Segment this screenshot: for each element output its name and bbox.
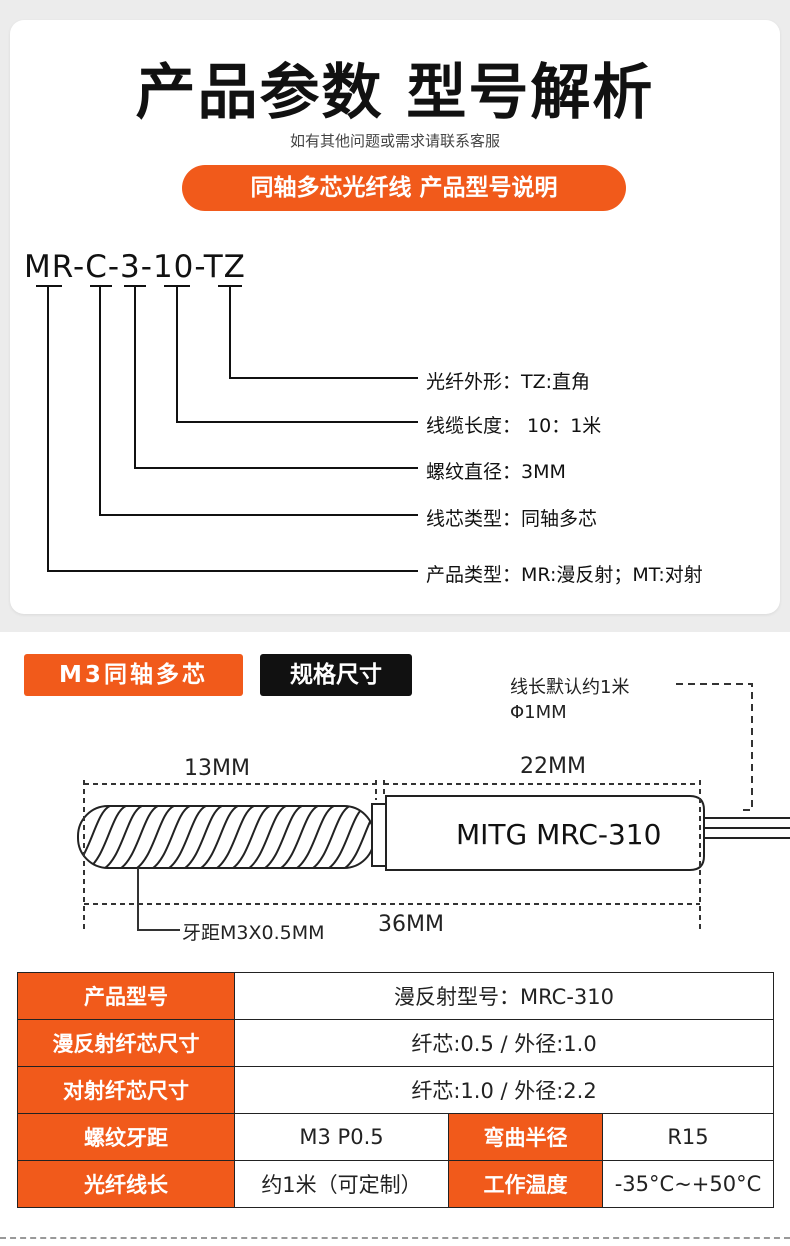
cable-length-note: 线长默认约1米: [510, 677, 630, 698]
model-banner: 同轴多芯光纤线 产品型号说明: [182, 165, 626, 211]
thread-section: [77, 805, 375, 869]
section-tag: M3同轴多芯: [24, 654, 243, 696]
table-cell: -35°C~+50°C: [601, 1160, 775, 1208]
sensor-body: [385, 795, 705, 871]
table-header-cell: 螺纹牙距: [17, 1113, 235, 1161]
table-cell: 纤芯:0.5 / 外径:1.0: [233, 1019, 775, 1067]
thread-pitch-note: 牙距M3X0.5MM: [182, 922, 325, 944]
table-header-cell: 对射纤芯尺寸: [17, 1066, 235, 1114]
table-header-cell: 产品型号: [17, 972, 235, 1020]
body-length-label: 22MM: [520, 754, 586, 779]
thread-length-label: 13MM: [184, 756, 250, 781]
table-row: 漫反射纤芯尺寸 纤芯:0.5 / 外径:1.0: [17, 1019, 775, 1067]
spec-table: 产品型号 漫反射型号：MRC-310 漫反射纤芯尺寸 纤芯:0.5 / 外径:1…: [17, 972, 775, 1208]
model-code: MR-C-3-10-TZ: [24, 249, 246, 285]
legend-thread: 螺纹直径：3MM: [426, 461, 566, 483]
sensor-dimension-diagram: [77, 683, 790, 931]
table-cell: 纤芯:1.0 / 外径:2.2: [233, 1066, 775, 1114]
page-title: 产品参数 型号解析: [135, 58, 655, 128]
table-cell: 约1米（可定制）: [234, 1160, 449, 1208]
table-row: 对射纤芯尺寸 纤芯:1.0 / 外径:2.2: [17, 1066, 775, 1114]
table-cell: 漫反射型号：MRC-310: [233, 972, 775, 1020]
table-header-cell: 工作温度: [448, 1160, 603, 1208]
table-cell: R15: [601, 1113, 775, 1161]
table-row: 光纤线长 约1米（可定制） 工作温度 -35°C~+50°C: [17, 1160, 775, 1208]
body-print-text: MITG MRC-310: [456, 818, 662, 851]
table-header-cell: 漫反射纤芯尺寸: [17, 1019, 235, 1067]
contact-subtitle: 如有其他问题或需求请联系客服: [289, 132, 500, 150]
section-label: 规格尺寸: [260, 654, 412, 696]
legend-core: 线芯类型：同轴多芯: [426, 508, 598, 530]
table-row: 螺纹牙距 M3 P0.5 弯曲半径 R15: [17, 1113, 775, 1161]
table-cell: M3 P0.5: [234, 1113, 449, 1161]
legend-product-type: 产品类型：MR:漫反射；MT:对射: [426, 564, 703, 586]
table-header-cell: 弯曲半径: [448, 1113, 603, 1161]
bottom-divider: [0, 1237, 790, 1239]
total-length-label: 36MM: [378, 912, 444, 937]
model-breakdown-lines: [36, 285, 418, 572]
legend-length: 线缆长度： 10：1米: [426, 415, 602, 437]
table-header-cell: 光纤线长: [17, 1160, 235, 1208]
table-row: 产品型号 漫反射型号：MRC-310: [17, 972, 775, 1020]
cable-diameter-note: Φ1MM: [510, 702, 567, 723]
legend-shape: 光纤外形：TZ:直角: [426, 371, 591, 393]
